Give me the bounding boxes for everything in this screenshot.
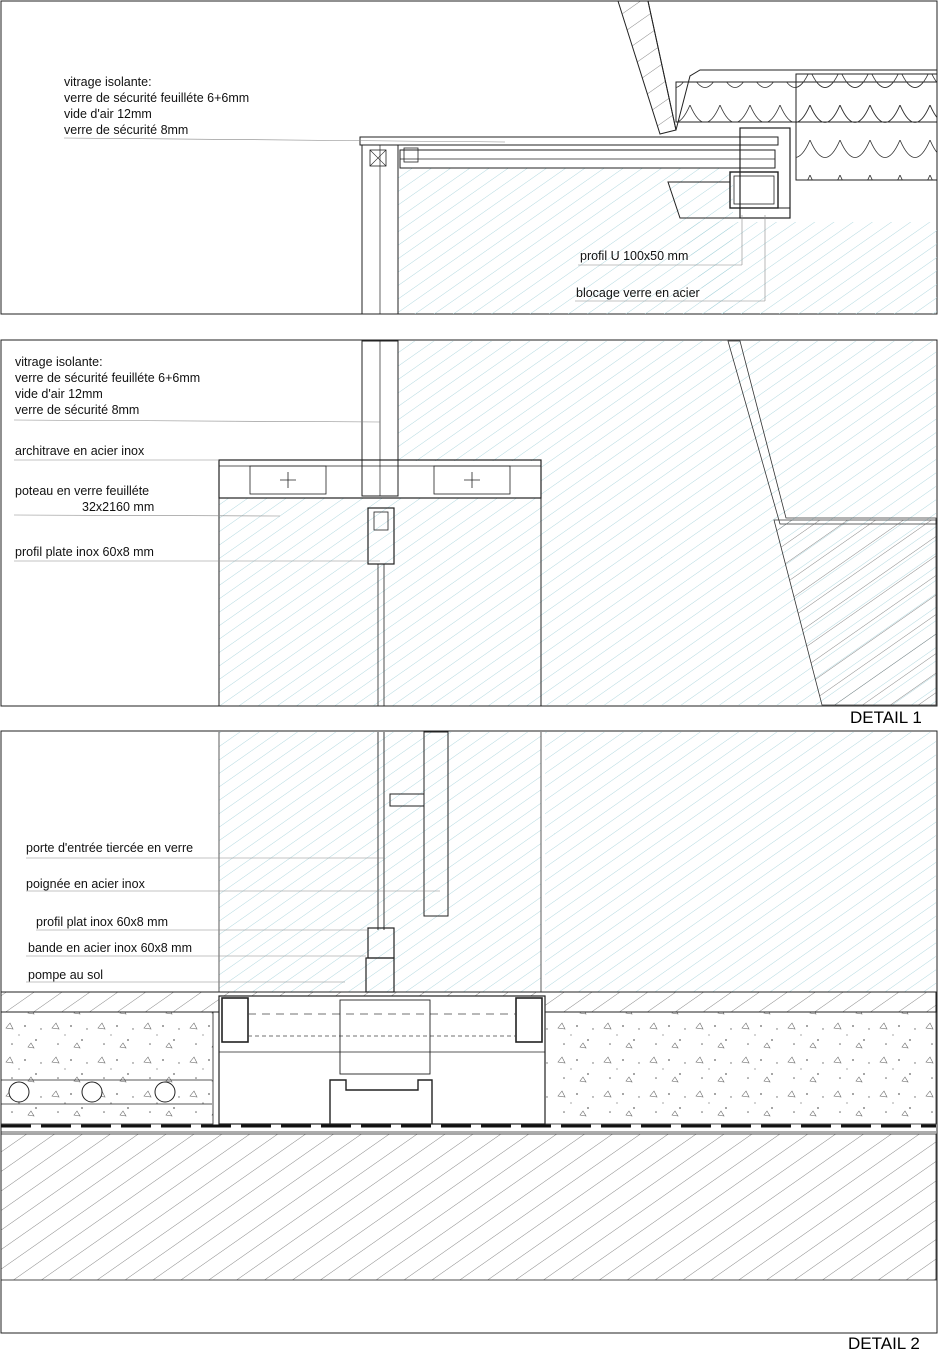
label-porte: porte d'entrée tiercée en verre [26,841,193,855]
plate-fixing [367,507,395,565]
label-vitrage-4: verre de sécurité 8mm [64,123,188,137]
glass-field-right [545,732,936,992]
glass-field [398,341,936,461]
screed-right [544,1011,937,1125]
label-vitrage-2-2: verre de sécurité feuilléte 6+6mm [15,371,200,385]
concrete-slab [0,1133,937,1281]
u-profile-inner [733,175,775,205]
label-vitrage-2: verre de sécurité feuilléte 6+6mm [64,91,249,105]
glass-post [218,497,542,707]
label-profil-plate: profil plate inox 60x8 mm [15,545,154,559]
detail-1-title: DETAIL 1 [850,708,922,727]
label-vitrage-1: vitrage isolante: [64,75,152,89]
label-blocage: blocage verre en acier [576,286,700,300]
inclined-wall [617,0,677,135]
wall-insulation [647,0,938,131]
panel-3: porte d'entrée tiercée en verre poignée … [0,730,938,1351]
leader-vitrage [63,137,506,143]
ceiling-line [667,181,791,219]
pump-base-profile [329,1079,433,1124]
roof-insulation-lower [795,73,938,181]
glazing-unit [359,136,779,146]
floor-pump-housing [218,995,546,1125]
label-profil-plat: profil plat inox 60x8 mm [36,915,168,929]
detail-2-title: DETAIL 2 [848,1334,920,1351]
architrave-cell-right [433,465,511,495]
pump-channel-left [221,997,249,1043]
label-vitrage-2-4: verre de sécurité 8mm [15,403,139,417]
glass-field-left [219,732,541,992]
leader-poteau [13,514,281,517]
label-vitrage-3: vide d'air 12mm [64,107,152,121]
u-profile [729,171,779,209]
label-architrave: architrave en acier inox [15,444,145,458]
spacer-x2 [369,149,387,167]
heating-pipes [1,1079,212,1105]
label-profil-u: profil U 100x50 mm [580,249,688,263]
door-handle [423,731,449,917]
glass-area [398,168,733,314]
label-vitrage-2-3: vide d'air 12mm [15,387,103,401]
leader-vitrage-2 [13,419,381,423]
label-poteau-2: 32x2160 mm [82,500,154,514]
label-bande: bande en acier inox 60x8 mm [28,941,192,955]
label-poignee: poignée en acier inox [26,877,146,891]
steel-cap [739,127,791,219]
glass-area-right [680,222,937,314]
panel-2: vitrage isolante: verre de sécurité feui… [0,339,938,727]
pump-channel-right [515,997,543,1043]
architrave-cell-left [249,465,327,495]
handle-bracket [389,793,425,807]
label-poteau-1: poteau en verre feuilléte [15,484,149,498]
panel-1: vitrage isolante: verre de sécurité feui… [0,0,938,315]
screed-left [0,1011,214,1125]
spacer-box-2 [403,147,419,163]
inclined-section [773,519,937,706]
bolt-cross-right [464,472,480,488]
spacer-box [369,149,387,167]
bolt-cross-left [280,472,296,488]
label-pompe: pompe au sol [28,968,103,982]
label-vitrage-2-1: vitrage isolante: [15,355,103,369]
pump-core [339,999,431,1075]
plate-fixing-inner [373,511,389,531]
